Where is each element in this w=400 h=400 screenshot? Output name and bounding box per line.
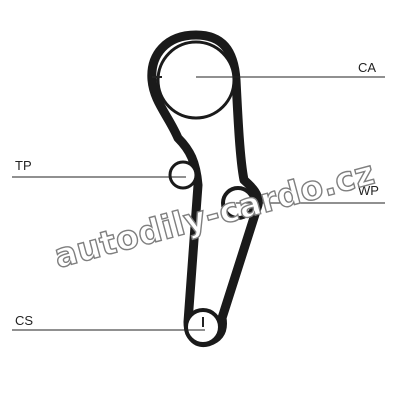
watermark-text: autodily-cardo.cz <box>50 153 379 276</box>
camshaft-label: CA <box>358 60 376 75</box>
crankshaft-label: CS <box>15 313 33 328</box>
water-pump-label: WP <box>358 183 379 198</box>
crankshaft-pulley <box>184 308 222 346</box>
tensioner-label: TP <box>15 158 32 173</box>
camshaft-pulley <box>152 40 236 120</box>
tensioner-pulley <box>168 160 198 190</box>
